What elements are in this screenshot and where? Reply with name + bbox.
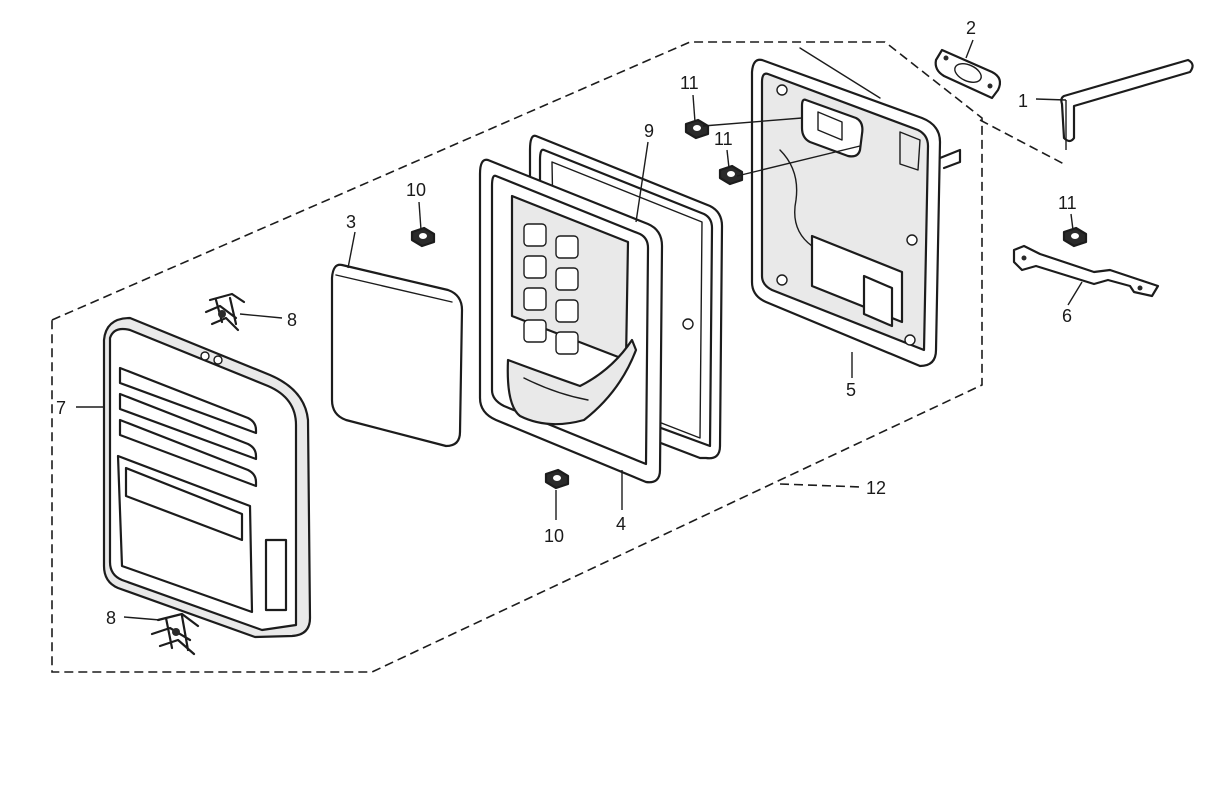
callout-6: 6 <box>1062 306 1072 326</box>
small-gasket <box>934 48 1002 100</box>
callout-5: 5 <box>846 380 856 400</box>
callout-4: 4 <box>616 514 626 534</box>
nut-10-lower <box>544 468 570 490</box>
assembly-outline <box>51 41 983 673</box>
nut-11-c <box>1062 226 1088 248</box>
air-cleaner-cover <box>102 316 312 639</box>
callout-9: 9 <box>644 121 654 141</box>
callout-1: 1 <box>1018 91 1028 111</box>
callout-11-c: 11 <box>1058 193 1077 213</box>
clip-upper <box>204 292 246 332</box>
callout-11-b: 11 <box>714 129 733 149</box>
air-cleaner-base <box>750 47 962 368</box>
leader-lines <box>76 39 1083 621</box>
callout-3: 3 <box>346 212 356 232</box>
filter-element <box>330 263 464 448</box>
filter-case-grid <box>523 223 579 355</box>
breather-tube <box>1060 58 1194 143</box>
callout-8-lower: 8 <box>106 608 116 628</box>
clip-lower <box>150 612 200 656</box>
callout-11-a: 11 <box>680 73 699 93</box>
filter-case <box>478 158 694 484</box>
callout-labels: 1 2 3 4 5 6 7 8 8 9 10 10 11 11 11 12 <box>56 18 1077 628</box>
callout-2: 2 <box>966 18 976 38</box>
callout-7: 7 <box>56 398 66 418</box>
nut-10-upper <box>410 226 436 248</box>
callout-10-lower: 10 <box>544 526 564 546</box>
callout-8-upper: 8 <box>287 310 297 330</box>
nut-11-a <box>684 118 710 140</box>
callout-10-upper: 10 <box>406 180 426 200</box>
stay-bracket <box>1012 244 1160 298</box>
callout-12: 12 <box>866 478 886 498</box>
nut-11-b <box>718 164 744 186</box>
